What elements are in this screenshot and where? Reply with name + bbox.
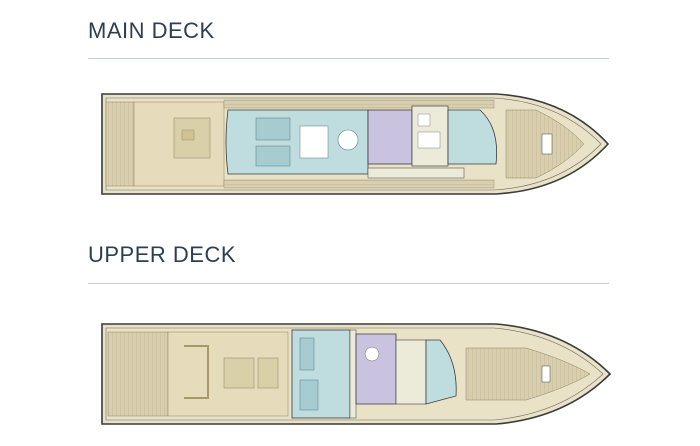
upper-helm <box>425 339 457 405</box>
upper-bridge <box>355 333 397 405</box>
main-deck-title: MAIN DECK <box>88 18 215 43</box>
main-galley <box>367 109 413 165</box>
upper-deck-divider <box>88 283 609 284</box>
main-deck-divider <box>88 58 609 59</box>
main-stbd-sidedeck <box>223 179 495 189</box>
main-aft-deck <box>105 101 135 187</box>
upper-deck-title: UPPER DECK <box>88 242 237 267</box>
main-wheelhouse <box>447 109 498 165</box>
main-port-sidedeck <box>223 99 495 109</box>
upper-fore-deck <box>465 347 591 401</box>
main-deck-plan <box>101 93 610 195</box>
upper-aft-sundeck <box>107 331 169 417</box>
upper-deck-plan <box>101 323 612 425</box>
